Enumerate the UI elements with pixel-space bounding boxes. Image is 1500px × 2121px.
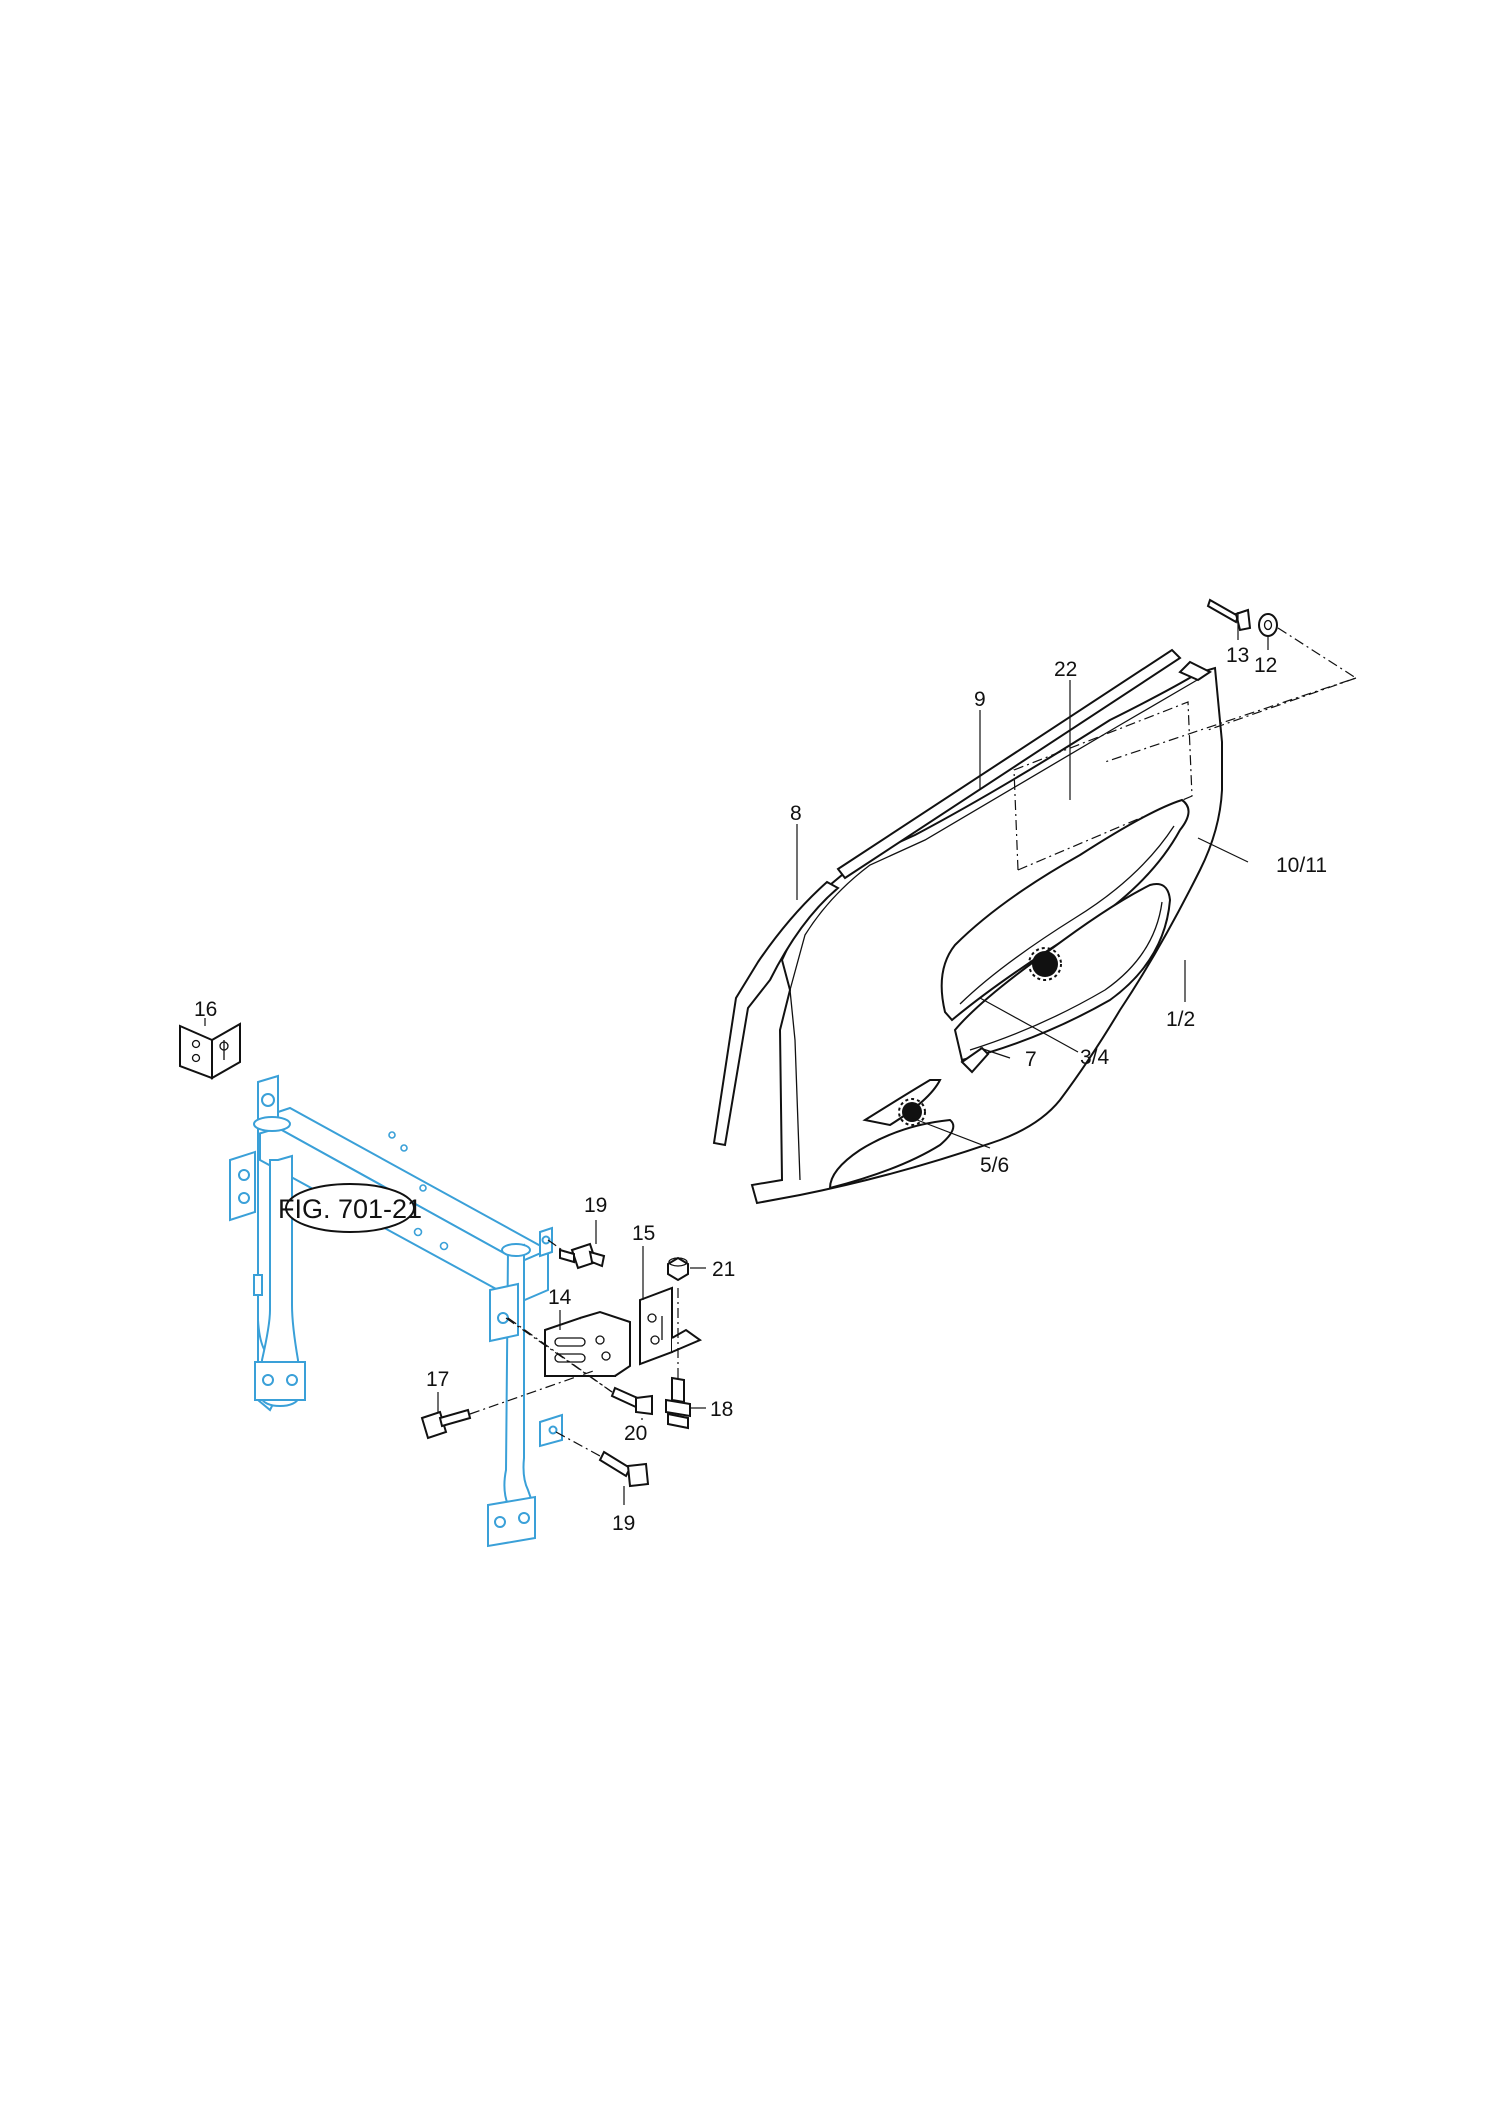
callout-7: 7: [1025, 1048, 1037, 1071]
callout-17: 17: [426, 1368, 449, 1391]
bracket-14: [544, 1310, 631, 1377]
emblem-icon: [1028, 947, 1062, 981]
plug-part: [960, 1046, 990, 1074]
callout-20: 20: [624, 1422, 647, 1445]
molding-lower: [953, 883, 1172, 1062]
callout-3-4: 3/4: [1080, 1046, 1110, 1069]
callout-12: 12: [1254, 654, 1277, 677]
rivet-part: [1206, 598, 1252, 632]
frame-assembly: [229, 1074, 563, 1548]
bolt-20: [610, 1386, 653, 1416]
bolt-19-lower: [598, 1450, 650, 1488]
seal-strip-front: [712, 880, 840, 1147]
callout-1-2: 1/2: [1166, 1008, 1195, 1031]
callout-21: 21: [712, 1258, 735, 1281]
figure-reference-callout: FIG. 701-21: [278, 1183, 422, 1233]
bracket-15: [639, 1286, 703, 1366]
callout-9: 9: [974, 688, 986, 711]
callout-22: 22: [1054, 658, 1077, 681]
callout-14: 14: [548, 1286, 572, 1309]
callout-16: 16: [194, 998, 217, 1021]
callout-19-upper: 19: [584, 1194, 607, 1217]
figure-reference-label: FIG. 701-21: [278, 1194, 422, 1224]
bolt-18: [665, 1376, 691, 1430]
seal-strip-upper: [836, 648, 1182, 880]
callout-15: 15: [632, 1222, 655, 1245]
callout-18: 18: [710, 1398, 733, 1421]
callout-10-11: 10/11: [1276, 854, 1327, 877]
bracket-16: [179, 1022, 241, 1080]
emblem-lower-icon: [898, 1098, 926, 1126]
leader-lines: [204, 612, 1269, 1505]
callout-5-6: 5/6: [980, 1154, 1009, 1177]
nut-21: [667, 1256, 689, 1282]
callout-19-lower: 19: [612, 1512, 635, 1535]
bolt-17: [420, 1408, 472, 1440]
callout-13: 13: [1226, 644, 1249, 667]
washer-part: [1258, 613, 1278, 637]
bolt-19-upper: [559, 1242, 606, 1270]
callout-8: 8: [790, 802, 802, 825]
decal-outline: [1013, 701, 1193, 871]
